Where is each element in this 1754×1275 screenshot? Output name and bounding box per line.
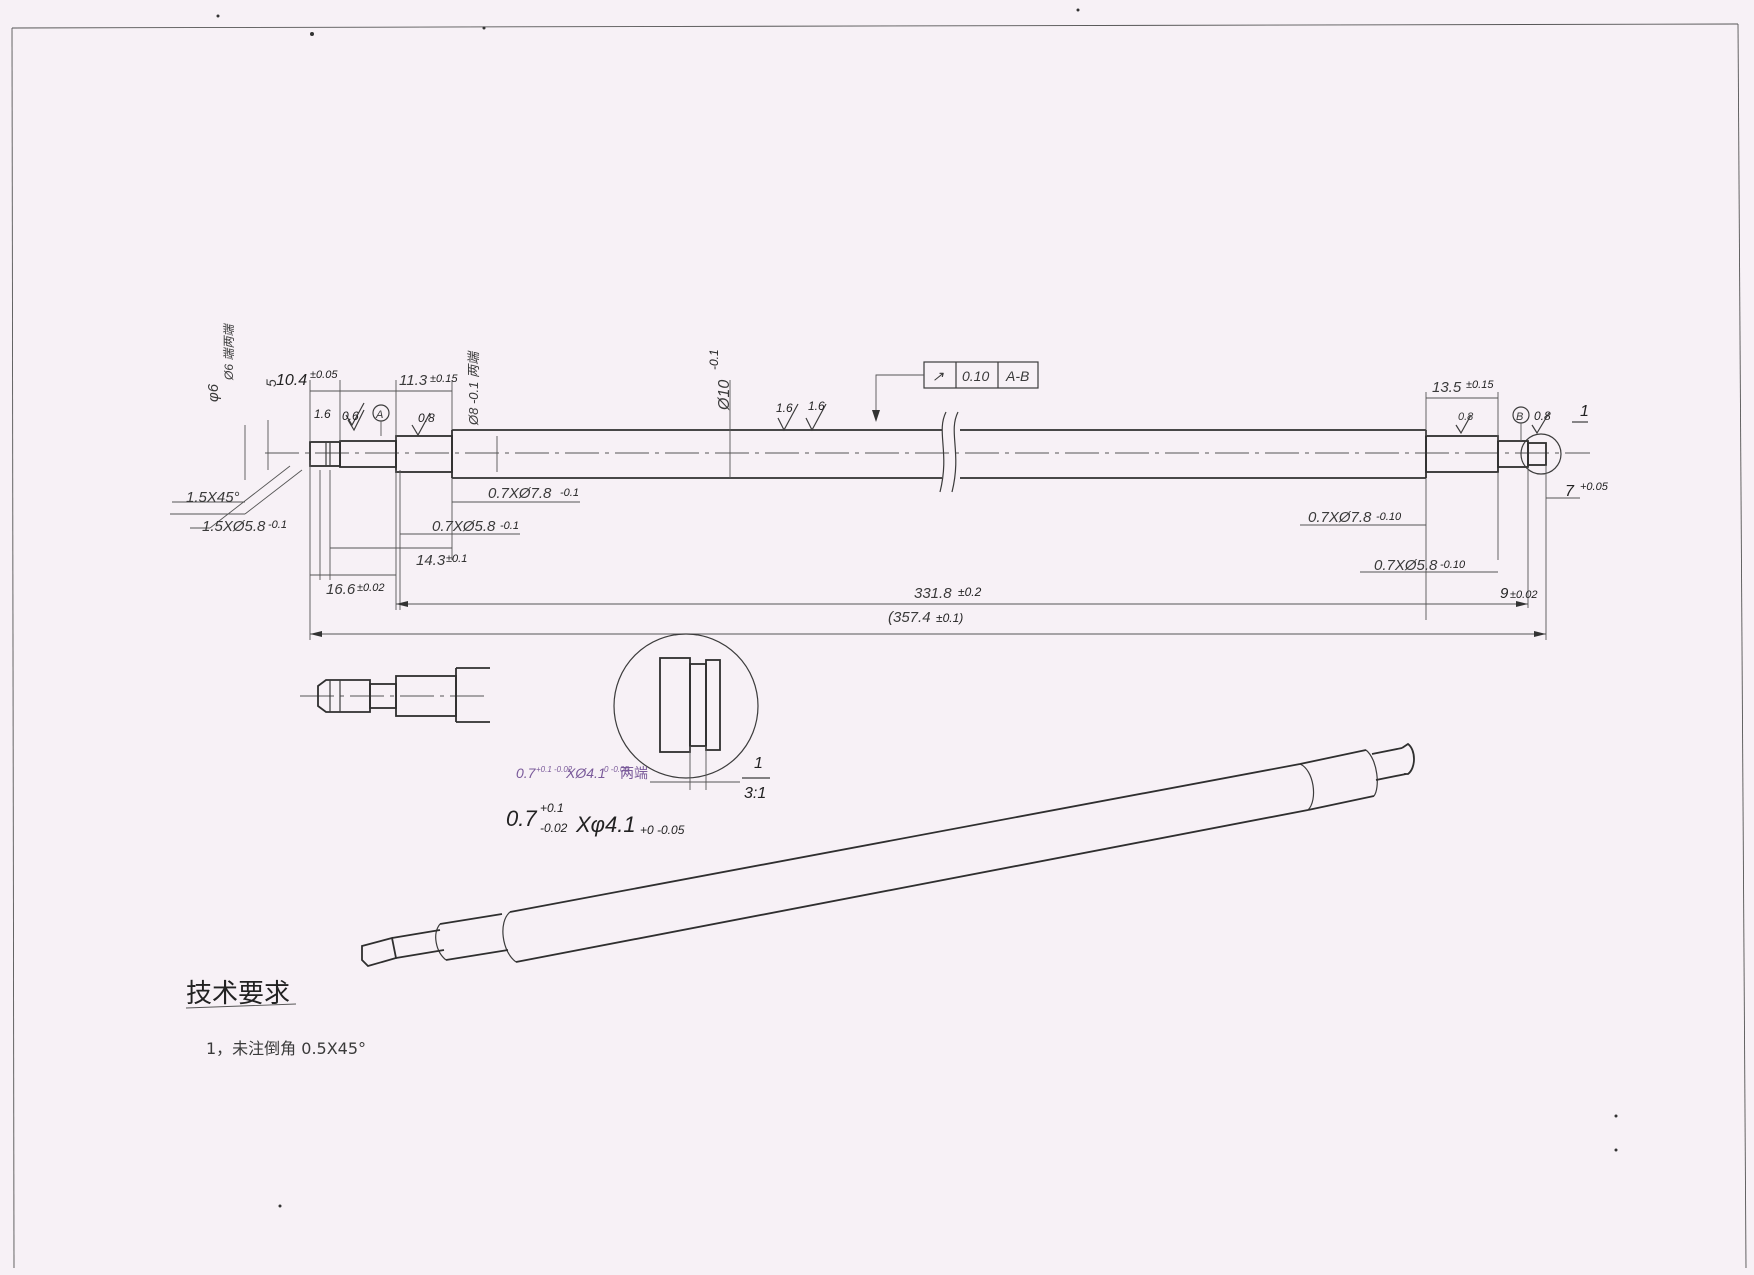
shaft-main-view bbox=[265, 411, 1590, 493]
roughness-sym-1 bbox=[345, 402, 365, 427]
sheet-border bbox=[11, 23, 1747, 1269]
dim-len16-6: 16.6 bbox=[326, 581, 356, 598]
dim-len14-3: 14.3 bbox=[416, 552, 446, 569]
roughness-4: 1.6 bbox=[776, 401, 793, 415]
scale-num: 1 bbox=[754, 755, 763, 772]
right-journal-8 bbox=[1425, 435, 1499, 473]
left-end-tip bbox=[309, 441, 341, 467]
handwritten-tol-top: +0.1 bbox=[540, 801, 564, 815]
dim-len13-5: 13.5 bbox=[1432, 379, 1462, 396]
groove-both: 两端 bbox=[620, 766, 648, 782]
handwritten-dia: Xφ4.1 bbox=[575, 812, 636, 837]
roughness-sym-4 bbox=[777, 403, 799, 432]
runout-symbol: ↗ bbox=[932, 368, 944, 384]
dim-len331-8-tol: ±0.2 bbox=[958, 585, 982, 599]
dim-len10-4: 10.4 bbox=[276, 372, 307, 389]
chamfer-0-7xd5-8-right-tol: -0.10 bbox=[1440, 559, 1466, 571]
dim-d6: φ6 bbox=[205, 383, 222, 402]
left-dimensions: φ6 Ø6 端两端 5 10.4 ±0.05 11.3 ±0.15 Ø8 -0.… bbox=[170, 323, 733, 640]
dim-len357-4-tol: ±0.1) bbox=[936, 611, 963, 625]
dim-len7-tol: +0.05 bbox=[1580, 481, 1609, 493]
runout-value: 0.10 bbox=[962, 368, 989, 384]
dim-d8-both: Ø8 -0.1 两端 bbox=[466, 350, 481, 426]
left-end-step-6 bbox=[339, 440, 397, 468]
groove-dia: XØ4.1 bbox=[565, 765, 606, 781]
chamfer-0-7xd5-8-left-tol: -0.1 bbox=[500, 520, 519, 532]
roughness-sym-5 bbox=[805, 403, 827, 432]
roughness-sym-3 bbox=[411, 412, 431, 437]
groove-dia-tol: 0 -0.05 bbox=[604, 765, 629, 774]
chamfer-1-5xd5-8: 1.5XØ5.8 bbox=[202, 518, 266, 535]
right-dimensions: 13.5 ±0.15 7 +0.05 0.7XØ7.8 -0.10 0.7XØ5… bbox=[1300, 379, 1609, 640]
handwritten-groove: 0.7 bbox=[506, 806, 537, 831]
detail-circle-b bbox=[1520, 433, 1562, 475]
dim-len357-4: (357.4 bbox=[888, 609, 931, 626]
dim-len11-3: 11.3 bbox=[399, 372, 428, 389]
dim-len5: 5 bbox=[263, 379, 279, 387]
notes-heading: 技术要求 bbox=[186, 979, 290, 1009]
scan-specks bbox=[216, 8, 1618, 1208]
datum-b: B bbox=[1516, 411, 1523, 423]
dim-len10-4-tol: ±0.05 bbox=[310, 369, 338, 381]
roughness-2: 0.6 bbox=[342, 409, 359, 423]
roughness-8: 1 bbox=[1580, 403, 1589, 420]
runout-datum: A-B bbox=[1005, 368, 1029, 384]
left-journal-8 bbox=[395, 435, 453, 473]
chamfer-0-7xd7-8-left: 0.7XØ7.8 bbox=[488, 485, 552, 502]
right-end-tip bbox=[1527, 442, 1547, 466]
break-line-1 bbox=[939, 411, 947, 493]
isometric-view bbox=[361, 742, 1415, 968]
roughness-sym-6 bbox=[1455, 414, 1472, 435]
overall-dimensions: 331.8 ±0.2 (357.4 ±0.1) bbox=[310, 585, 1546, 637]
detail-circle bbox=[613, 633, 759, 779]
chamfer-1-5xd5-8-tol: -0.1 bbox=[268, 519, 287, 531]
dim-d10-tol: -0.1 bbox=[707, 349, 721, 370]
dim-len331-8: 331.8 bbox=[914, 585, 952, 602]
dim-d6-both: Ø6 端两端 bbox=[222, 323, 236, 381]
handwritten-tol-bot: -0.02 bbox=[540, 821, 568, 835]
scale-den: 3:1 bbox=[744, 785, 766, 802]
handwritten-dia-tol: +0 -0.05 bbox=[640, 823, 685, 837]
dim-len16-6-tol: ±0.02 bbox=[357, 582, 384, 594]
datum-a: A bbox=[375, 409, 383, 421]
notes-item-1: 1，未注倒角 0.5X45° bbox=[206, 1039, 366, 1058]
datums: A B bbox=[372, 404, 1530, 441]
groove-label: 0.7 bbox=[516, 765, 537, 781]
chamfer-1-5x45: 1.5X45° bbox=[186, 489, 240, 506]
roughness-1: 1.6 bbox=[314, 407, 331, 421]
dim-len7: 7 bbox=[1565, 483, 1575, 500]
chamfer-0-7xd7-8-right: 0.7XØ7.8 bbox=[1308, 509, 1372, 526]
partial-end-view bbox=[300, 667, 490, 723]
chamfer-0-7xd7-8-right-tol: -0.10 bbox=[1376, 511, 1402, 523]
dim-len9: 9 bbox=[1500, 585, 1509, 602]
dim-len11-3-tol: ±0.15 bbox=[430, 373, 458, 385]
dim-len9-tol: ±0.02 bbox=[1510, 589, 1537, 601]
runout-frame: ↗ 0.10 A-B bbox=[872, 361, 1039, 422]
groove-tol: +0.1 -0.02 bbox=[536, 765, 573, 774]
chamfer-0-7xd7-8-left-tol: -0.1 bbox=[560, 487, 579, 499]
roughness-5: 1.6 bbox=[808, 399, 825, 413]
chamfer-0-7xd5-8-right: 0.7XØ5.8 bbox=[1374, 557, 1438, 574]
chamfer-0-7xd5-8-left: 0.7XØ5.8 bbox=[432, 518, 496, 535]
roughness-sym-7 bbox=[1531, 412, 1550, 435]
roughness-sym-2 bbox=[347, 409, 365, 432]
break-line-2 bbox=[951, 411, 959, 493]
roughness-6: 0.8 bbox=[1458, 411, 1474, 423]
dim-len13-5-tol: ±0.15 bbox=[1466, 379, 1494, 391]
roughness-symbols: 1.6 0.6 0.8 1.6 1.6 0.8 0.8 1 bbox=[314, 399, 1589, 437]
technical-notes: 技术要求 1，未注倒角 0.5X45° bbox=[185, 979, 366, 1058]
dim-len14-3-tol: ±0.1 bbox=[446, 553, 467, 565]
dim-d10: Ø10 bbox=[716, 380, 733, 411]
detail-view-groove: 0.7 +0.1 -0.02 XØ4.1 0 -0.05 两端 1 3:1 0.… bbox=[506, 633, 770, 837]
roughness-7: 0.8 bbox=[1534, 409, 1551, 423]
roughness-3: 0.8 bbox=[418, 411, 435, 425]
